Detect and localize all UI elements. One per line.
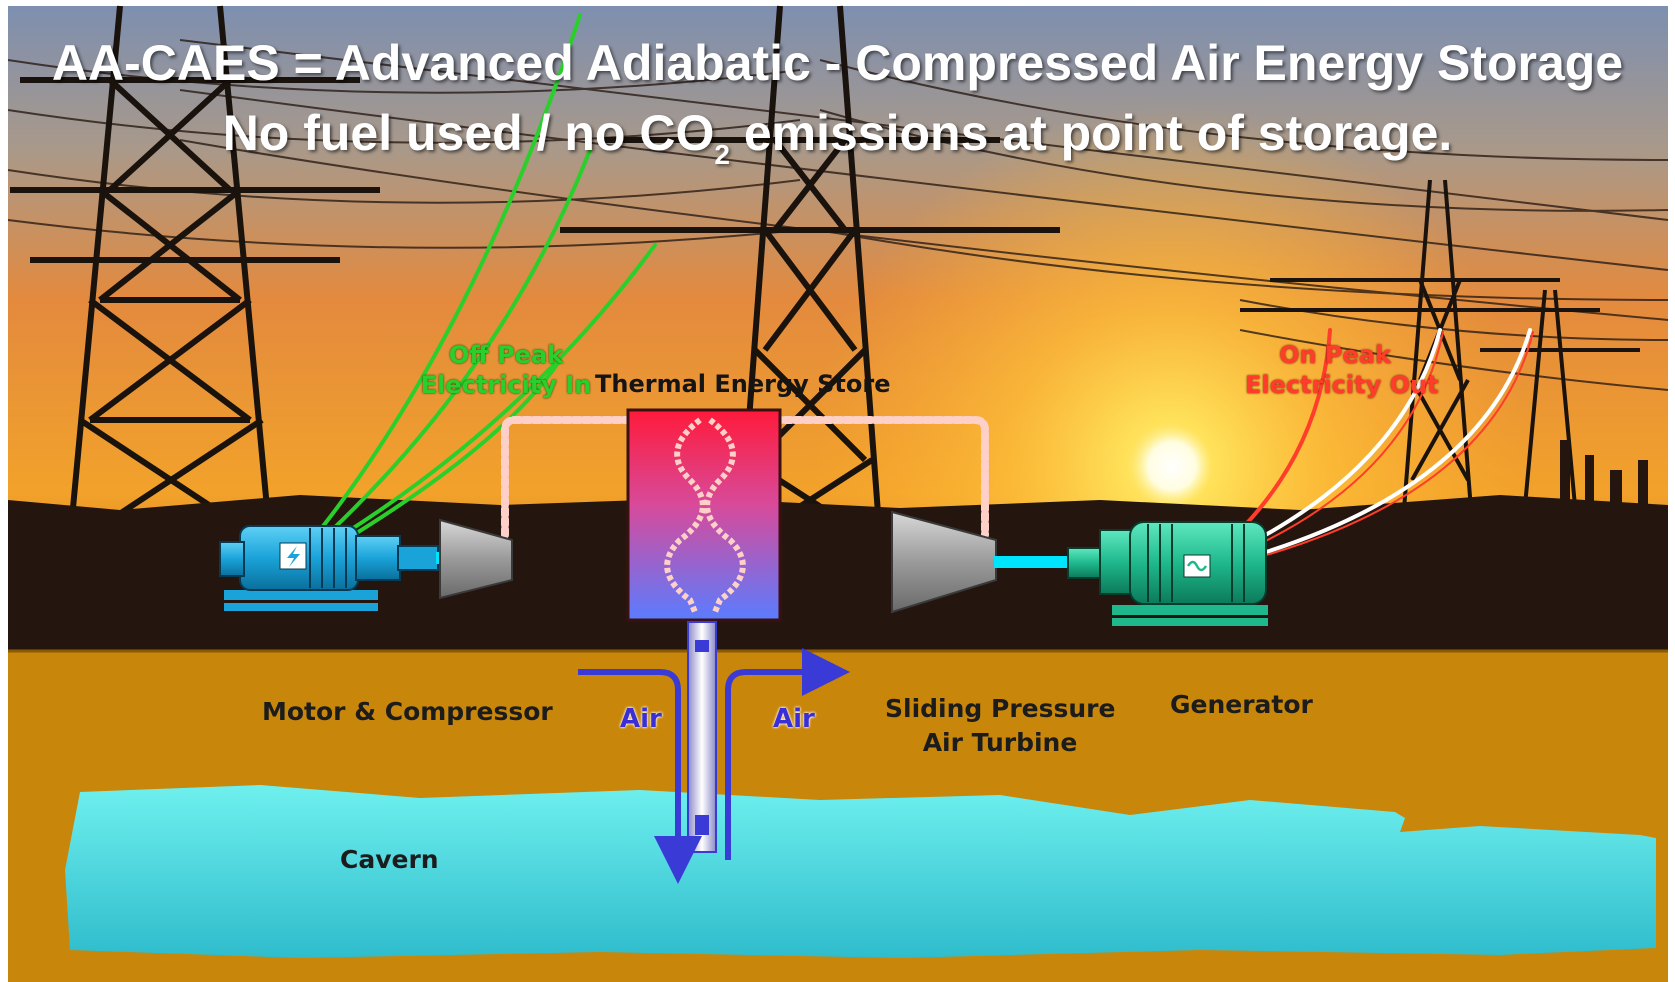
label-thermal-energy-store: Thermal Energy Store: [595, 370, 891, 398]
compressor: [439, 518, 513, 600]
power-lines: [7, 39, 1669, 391]
label-on-peak-line2: Electricity Out: [1245, 371, 1439, 399]
electricity-in-lines: [298, 13, 657, 560]
air-flow-arrows: [578, 648, 850, 884]
thermal-energy-store: [626, 408, 782, 622]
subtitle-subscript: 2: [714, 139, 730, 170]
hot-air-pipe: [501, 416, 989, 539]
label-on-peak: On Peak Electricity Out: [1245, 340, 1439, 400]
pylon-left: [10, 5, 380, 543]
label-on-peak-line1: On Peak: [1279, 341, 1391, 369]
sun: [1130, 424, 1214, 508]
label-air-out: Air: [773, 704, 815, 734]
diagram-title: AA-CAES = Advanced Adiabatic - Compresse…: [51, 35, 1624, 91]
label-off-peak-line2: Electricity In: [420, 371, 592, 399]
label-air-in: Air: [620, 704, 662, 734]
label-off-peak: Off Peak Electricity In: [420, 340, 592, 400]
air-turbine: [891, 510, 997, 614]
label-air-turbine: Sliding Pressure Air Turbine: [885, 692, 1115, 760]
generator: [1067, 521, 1268, 626]
motor: [219, 525, 439, 611]
well-shaft: [687, 621, 717, 853]
label-off-peak-line1: Off Peak: [448, 341, 564, 369]
label-air-turbine-line2: Air Turbine: [922, 728, 1078, 757]
cavern: [65, 785, 1656, 958]
label-motor-compressor: Motor & Compressor: [262, 697, 553, 726]
label-generator: Generator: [1170, 690, 1313, 719]
drive-shaft-right: [994, 556, 1070, 568]
diagram-subtitle: No fuel used / no CO2 emissions at point…: [0, 104, 1675, 171]
subtitle-prefix: No fuel used / no CO: [222, 105, 715, 161]
label-air-turbine-line1: Sliding Pressure: [885, 694, 1116, 723]
label-cavern: Cavern: [340, 845, 439, 874]
subtitle-suffix: emissions at point of storage.: [729, 105, 1453, 161]
